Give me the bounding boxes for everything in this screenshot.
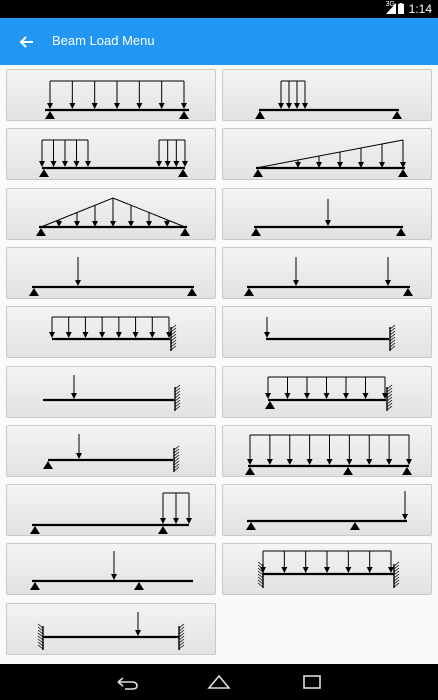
beam-diagram-icon bbox=[255, 80, 402, 119]
simply-supported-partial-udl-option[interactable] bbox=[222, 69, 432, 121]
beam-diagram-icon bbox=[245, 434, 412, 475]
fixed-fixed-udl-option[interactable] bbox=[222, 543, 432, 596]
cantilever-udl-option[interactable] bbox=[6, 306, 216, 359]
overhang-point-load-option[interactable] bbox=[6, 543, 216, 596]
beam-diagram-icon bbox=[257, 550, 400, 589]
beam-diagram-icon bbox=[45, 80, 189, 119]
simply-supported-full-udl-option[interactable] bbox=[6, 69, 216, 121]
simply-supported-symmetric-triangle-option[interactable] bbox=[6, 187, 216, 240]
beam-diagram-icon bbox=[264, 317, 396, 352]
fixed-fixed-point-load-option[interactable] bbox=[6, 602, 216, 655]
continuous-two-span-udl-option[interactable] bbox=[222, 424, 432, 477]
beam-diagram-icon bbox=[244, 256, 413, 296]
signal-icon bbox=[386, 3, 396, 14]
beam-diagram-icon bbox=[36, 197, 190, 236]
simply-supported-point-load-option[interactable] bbox=[6, 246, 216, 299]
overhang-udl-option[interactable] bbox=[6, 484, 216, 537]
propped-cantilever-point-load-option[interactable] bbox=[6, 424, 216, 477]
beam-diagram-icon bbox=[251, 198, 406, 236]
cantilever-intermediate-point-load-option[interactable] bbox=[6, 365, 216, 418]
beam-diagram-icon bbox=[49, 316, 177, 352]
propped-cantilever-udl-option[interactable] bbox=[222, 365, 432, 418]
beam-diagram-icon bbox=[30, 551, 193, 591]
simply-supported-two-udl-option[interactable] bbox=[6, 128, 216, 181]
status-bar: 3G 1:14 bbox=[0, 0, 438, 18]
beam-diagram-icon bbox=[37, 611, 185, 650]
app-bar: Beam Load Menu bbox=[0, 18, 438, 65]
beam-diagram-icon bbox=[43, 374, 181, 411]
beam-diagram-icon bbox=[30, 492, 192, 535]
page-title: Beam Load Menu bbox=[52, 33, 155, 48]
beam-diagram-icon bbox=[246, 491, 408, 531]
simply-supported-two-point-loads-option[interactable] bbox=[222, 246, 432, 299]
beam-diagram-icon bbox=[265, 376, 393, 411]
navigation-bar bbox=[0, 664, 438, 700]
beam-diagram-icon bbox=[43, 433, 180, 472]
network-type: 3G bbox=[385, 1, 395, 8]
nav-home-icon[interactable] bbox=[204, 672, 234, 692]
arrow-back-icon[interactable] bbox=[12, 27, 42, 57]
status-time: 1:14 bbox=[408, 2, 432, 16]
simply-supported-center-point-load-option[interactable] bbox=[222, 187, 432, 240]
cantilever-end-point-load-option[interactable] bbox=[222, 306, 432, 359]
battery-icon bbox=[398, 3, 404, 14]
beam-diagram-icon bbox=[39, 139, 188, 178]
overhang-end-point-load-option[interactable] bbox=[222, 484, 432, 537]
nav-back-icon[interactable] bbox=[112, 672, 142, 692]
simply-supported-triangular-load-option[interactable] bbox=[222, 128, 432, 181]
nav-recents-icon[interactable] bbox=[297, 672, 327, 692]
beam-diagram-icon bbox=[253, 139, 408, 178]
beam-diagram-icon bbox=[29, 256, 197, 296]
